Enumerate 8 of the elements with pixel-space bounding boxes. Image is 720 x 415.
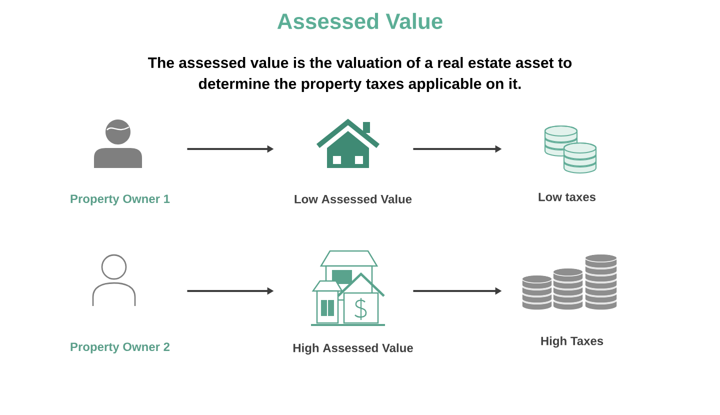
- title: Assessed Value: [277, 12, 442, 30]
- node-label: Property Owner 2: [70, 342, 170, 354]
- subtitle: The assessed value is the valuation of a real estate asset to determine the property taxes applicable on it.: [148, 57, 572, 92]
- node-label: Low taxes: [538, 192, 596, 202]
- node-label: High Assessed Value: [293, 343, 413, 355]
- node-label: High Taxes: [541, 336, 604, 348]
- node-label: Low Assessed Value: [294, 194, 412, 204]
- node-label: Property Owner 1: [70, 194, 170, 206]
